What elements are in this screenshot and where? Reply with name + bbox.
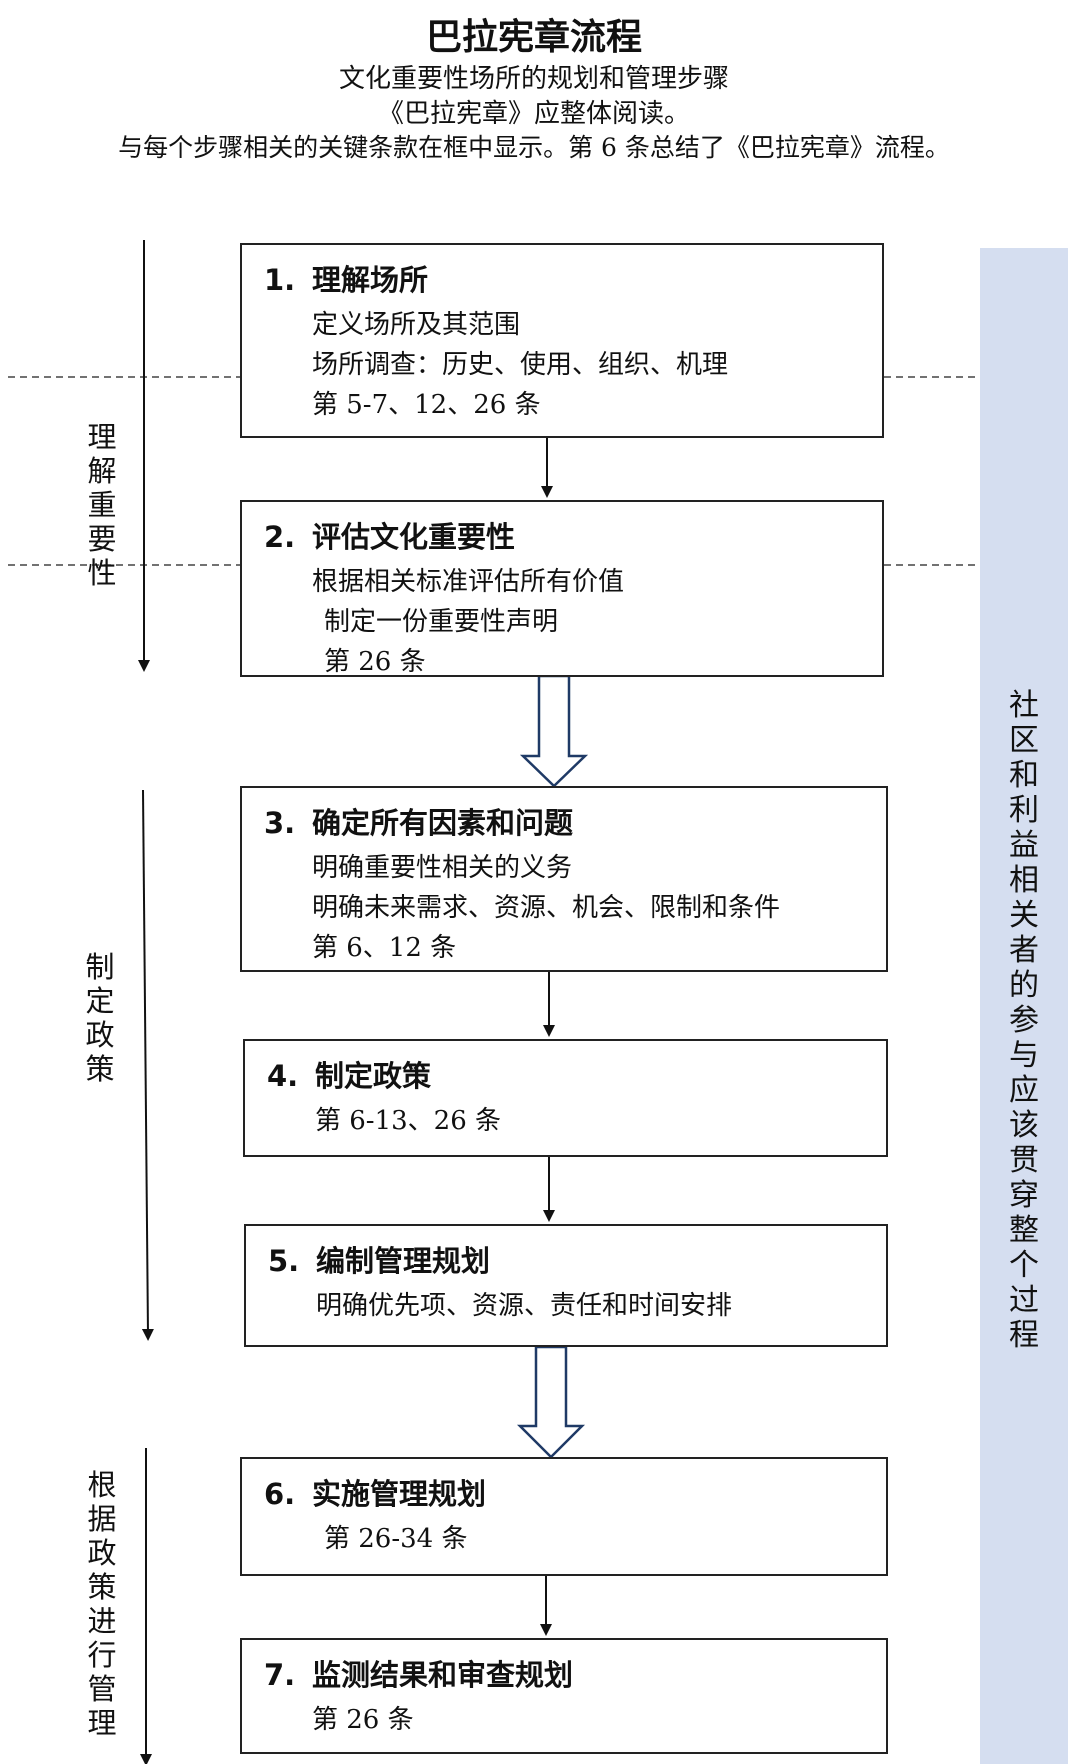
step-number: 2. [264,520,296,554]
step-box-prepare-plan: 5. 编制管理规划 明确优先项、资源、责任和时间安排 [244,1224,888,1347]
step-articles: 第 26 条 [324,647,426,677]
subtitle-articles-note: 与每个步骤相关的关键条款在框中显示。第 6 条总结了《巴拉宪章》流程。 [118,133,950,162]
step-title: 确定所有因素和问题 [312,806,574,840]
step-number: 1. [264,263,296,297]
subtitle-read-note: 《巴拉宪章》应整体阅读。 [377,99,690,129]
step-articles: 第 5-7、12、26 条 [312,390,541,420]
phase-label-understand: 理解重要性 [87,420,117,590]
step-title: 理解场所 [312,263,429,297]
step-title: 评估文化重要性 [312,520,516,554]
step-title: 制定政策 [315,1059,432,1093]
phase-label-manage: 根据政策进行管理 [87,1468,117,1740]
step-box-implement-plan: 6. 实施管理规划 第 26-34 条 [240,1457,888,1576]
step-detail: 明确未来需求、资源、机会、限制和条件 [312,893,781,923]
step-box-identify-factors: 3. 确定所有因素和问题 明确重要性相关的义务 明确未来需求、资源、机会、限制和条… [240,786,888,972]
step-box-develop-policy: 4. 制定政策 第 6-13、26 条 [243,1039,888,1157]
step-number: 3. [264,806,296,840]
step-box-monitor-review: 7. 监测结果和审查规划 第 26 条 [240,1638,888,1754]
step-number: 5. [268,1244,300,1278]
step-number: 4. [267,1059,299,1093]
step-title: 监测结果和审查规划 [312,1658,574,1692]
step-detail: 明确优先项、资源、责任和时间安排 [316,1291,733,1321]
step-articles: 第 26-34 条 [324,1524,468,1554]
subtitle-purpose: 文化重要性场所的规划和管理步骤 [338,64,729,94]
step-detail: 场所调查：历史、使用、组织、机理 [312,350,729,380]
hollow-arrow-to-step3 [519,674,589,788]
hollow-arrow-to-step6 [516,1345,586,1459]
stakeholder-side-panel: 社区和利益相关者的参与应该贯穿整个过程 [980,248,1068,1764]
step-number: 7. [264,1658,296,1692]
step-articles: 第 6、12 条 [312,933,457,963]
step-detail: 根据相关标准评估所有价值 [312,567,625,597]
step-box-understand-place: 1. 理解场所 定义场所及其范围 场所调查：历史、使用、组织、机理 第 5-7、1… [240,243,884,438]
step-detail: 定义场所及其范围 [312,310,521,340]
step-title: 实施管理规划 [312,1477,487,1511]
step-articles: 第 6-13、26 条 [315,1106,502,1136]
phase-arrow-policy [141,789,154,1341]
step-box-assess-significance: 2. 评估文化重要性 根据相关标准评估所有价值 制定一份重要性声明 第 26 条 [240,500,884,677]
step-detail: 制定一份重要性声明 [324,607,559,637]
phase-label-policy: 制定政策 [85,950,115,1086]
step-articles: 第 26 条 [312,1705,414,1735]
step-detail: 明确重要性相关的义务 [312,853,573,883]
stakeholder-note: 社区和利益相关者的参与应该贯穿整个过程 [1009,688,1039,1353]
step-title: 编制管理规划 [316,1244,491,1278]
step-number: 6. [264,1477,296,1511]
page-title: 巴拉宪章流程 [425,17,642,58]
